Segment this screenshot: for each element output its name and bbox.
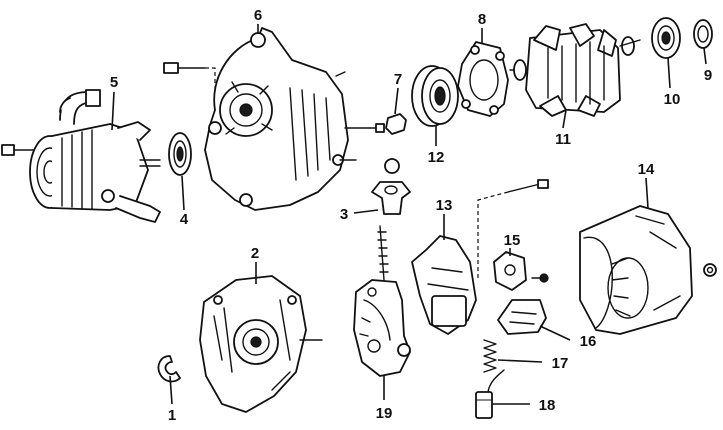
part-rotor (509, 23, 641, 117)
leader-5 (111, 91, 115, 131)
leader-14 (645, 177, 649, 209)
callout-8: 8 (478, 11, 486, 28)
part-rectifier-end-frame (199, 275, 323, 413)
part-regulator (493, 251, 549, 291)
leader-1 (169, 375, 173, 405)
leader-3 (353, 209, 379, 214)
leader-9 (703, 47, 707, 65)
part-brush (475, 369, 505, 419)
part-vacuum-pump (1, 89, 161, 223)
callout-1: 1 (168, 407, 176, 424)
leader-17 (497, 359, 543, 363)
part-brush-holder (411, 179, 549, 335)
callout-16: 16 (580, 333, 597, 350)
callout-12: 12 (428, 149, 445, 166)
part-seal-ring (168, 132, 192, 176)
part-rear-cover (579, 205, 717, 335)
part-rectifier-holder (353, 225, 411, 377)
callout-6: 6 (254, 7, 262, 24)
callout-4: 4 (180, 211, 189, 228)
callout-11: 11 (555, 131, 571, 148)
callout-15: 15 (504, 232, 521, 249)
leader-7 (394, 87, 399, 115)
part-brush-cover (497, 299, 547, 335)
part-terminal-insulator (371, 158, 411, 215)
callout-13: 13 (436, 197, 453, 214)
part-washer (157, 355, 181, 383)
callout-5: 5 (110, 74, 118, 91)
callout-labels: 1 2 3 4 5 6 7 8 9 10 11 12 13 14 15 16 1… (110, 7, 712, 424)
part-retainer-plate (457, 41, 509, 117)
leader-16 (539, 325, 571, 341)
callout-9: 9 (704, 67, 712, 84)
part-front-bearing (411, 65, 459, 127)
part-rear-bearing (651, 17, 681, 59)
callout-18: 18 (539, 397, 556, 414)
leader-11 (562, 109, 567, 129)
callout-10: 10 (664, 91, 681, 108)
callout-19: 19 (376, 405, 393, 422)
part-clip (385, 113, 407, 135)
callout-7: 7 (394, 71, 402, 88)
part-spring (483, 339, 497, 373)
leader-lines (111, 24, 707, 405)
callout-17: 17 (552, 355, 569, 372)
leader-4 (181, 175, 185, 211)
callout-3: 3 (340, 206, 348, 223)
part-drive-end-frame (163, 27, 385, 211)
callout-2: 2 (251, 245, 259, 262)
callout-14: 14 (638, 161, 655, 178)
part-bearing-cover (693, 19, 713, 49)
leader-10 (667, 57, 671, 89)
